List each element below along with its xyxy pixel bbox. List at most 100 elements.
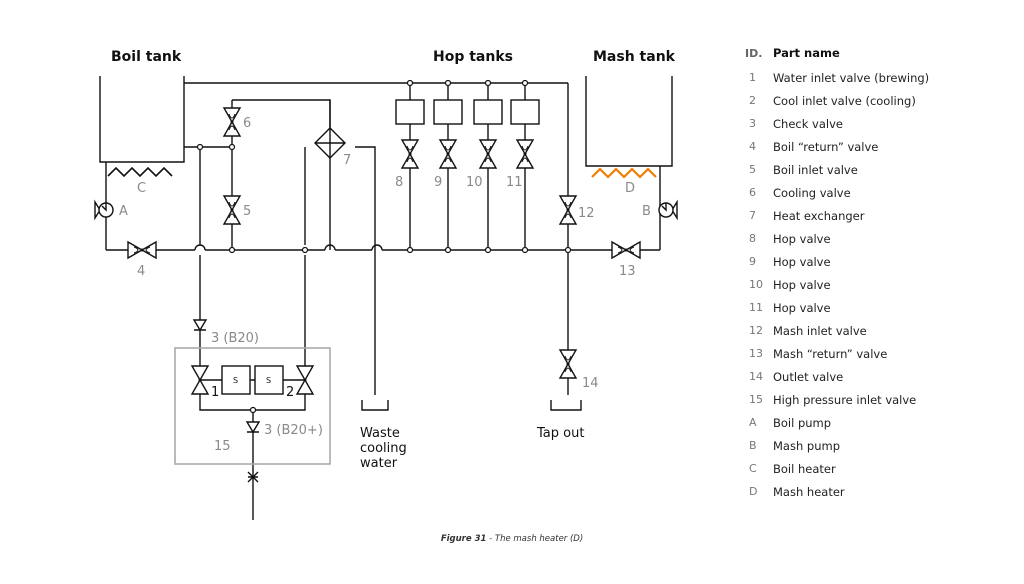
label-4: 4: [137, 264, 145, 279]
label-11: 11: [506, 175, 523, 190]
label-15: 15: [214, 439, 231, 454]
mash-heater-icon: [591, 167, 657, 179]
label-9: 9: [434, 175, 442, 190]
pump-a-icon: [94, 199, 114, 221]
label-3-b20: 3 (B20): [211, 331, 259, 346]
part-name: Mash inlet valve: [773, 323, 867, 338]
tap-out-label: Tap out: [536, 426, 584, 441]
header-part-name: Part name: [773, 46, 840, 60]
waste-label-1: Waste: [360, 426, 400, 441]
parts-table-row: 9 Hop valve: [745, 250, 1015, 273]
mash-tank-label: Mash tank: [593, 49, 676, 65]
part-id: 13: [749, 347, 763, 360]
label-3-b20plus: 3 (B20+): [264, 423, 323, 438]
part-id: 2: [749, 94, 756, 107]
label-7: 7: [343, 153, 351, 168]
part-id: 10: [749, 278, 763, 291]
part-name: Cool inlet valve (cooling): [773, 93, 916, 108]
part-name: Mash pump: [773, 438, 840, 453]
boil-heater-icon: [107, 166, 173, 178]
label-2: 2: [286, 385, 294, 400]
parts-table-row: 7 Heat exchanger: [745, 204, 1015, 227]
parts-table-row: 2 Cool inlet valve (cooling): [745, 89, 1015, 112]
label-6: 6: [243, 116, 251, 131]
high-pressure-inlet-box: [174, 347, 331, 465]
label-d: D: [625, 181, 635, 196]
label-1: 1: [211, 385, 219, 400]
part-id: 5: [749, 163, 756, 176]
parts-table-row: 3 Check valve: [745, 112, 1015, 135]
parts-table-row: 11 Hop valve: [745, 296, 1015, 319]
parts-table-row: 12 Mash inlet valve: [745, 319, 1015, 342]
parts-table-row: 6 Cooling valve: [745, 181, 1015, 204]
part-name: Boil heater: [773, 461, 836, 476]
header-id: ID.: [745, 46, 763, 60]
part-id: 12: [749, 324, 763, 337]
mash-tank: [585, 76, 673, 167]
part-name: Hop valve: [773, 254, 831, 269]
check-valve-b20plus-icon: [245, 421, 261, 434]
part-name: High pressure inlet valve: [773, 392, 917, 407]
part-name: Mash heater: [773, 484, 845, 499]
part-name: Outlet valve: [773, 369, 844, 384]
part-id: 8: [749, 232, 756, 245]
label-8: 8: [395, 175, 403, 190]
part-name: Hop valve: [773, 277, 831, 292]
part-name: Boil “return” valve: [773, 139, 879, 154]
parts-table-row: 10 Hop valve: [745, 273, 1015, 296]
parts-table-row: 5 Boil inlet valve: [745, 158, 1015, 181]
part-name: Hop valve: [773, 300, 831, 315]
parts-table-row: 4 Boil “return” valve: [745, 135, 1015, 158]
caption-figure: Figure 31: [440, 534, 487, 544]
part-id: 9: [749, 255, 756, 268]
label-a: A: [119, 204, 128, 219]
part-id: D: [749, 485, 758, 498]
figure-caption: Figure 31 - The mash heater (D): [0, 534, 1024, 544]
part-name: Boil pump: [773, 415, 832, 430]
boil-tank-label: Boil tank: [111, 49, 182, 65]
hop-tanks-label: Hop tanks: [433, 49, 513, 65]
parts-table-row: A Boil pump: [745, 411, 1015, 434]
part-id: 3: [749, 117, 756, 130]
solenoid-1-label: S: [233, 376, 238, 385]
parts-table-row: 15 High pressure inlet valve: [745, 388, 1015, 411]
check-valve-b20-icon: [192, 319, 208, 332]
part-name: Cooling valve: [773, 185, 851, 200]
parts-table-row: 14 Outlet valve: [745, 365, 1015, 388]
label-c: C: [137, 181, 146, 196]
label-10: 10: [466, 175, 483, 190]
part-name: Mash “return” valve: [773, 346, 888, 361]
parts-table-row: 13 Mash “return” valve: [745, 342, 1015, 365]
part-name: Heat exchanger: [773, 208, 865, 223]
label-14: 14: [582, 376, 599, 391]
part-id: 15: [749, 393, 763, 406]
pump-b-icon: [658, 199, 678, 221]
part-id: 6: [749, 186, 756, 199]
part-id: A: [749, 416, 757, 429]
label-b: B: [642, 204, 651, 219]
part-id: 14: [749, 370, 763, 383]
part-id: 7: [749, 209, 756, 222]
label-5: 5: [243, 204, 251, 219]
label-12: 12: [578, 206, 595, 221]
parts-table-header: ID. Part name: [745, 42, 1015, 64]
waste-label-3: water: [360, 456, 398, 471]
waste-label-2: cooling: [360, 441, 407, 456]
part-id: 4: [749, 140, 756, 153]
part-name: Boil inlet valve: [773, 162, 858, 177]
parts-table-row: C Boil heater: [745, 457, 1015, 480]
label-13: 13: [619, 264, 636, 279]
heat-exchanger-icon: [314, 127, 346, 159]
part-name: Check valve: [773, 116, 843, 131]
part-id: 11: [749, 301, 763, 314]
part-name: Water inlet valve (brewing): [773, 70, 930, 85]
solenoid-2-label: S: [266, 376, 271, 385]
part-id: C: [749, 462, 757, 475]
piping-diagram: Boil tank Hop tanks Mash tank 6 5 7 8 9 …: [94, 49, 678, 520]
parts-table-row: D Mash heater: [745, 480, 1015, 503]
